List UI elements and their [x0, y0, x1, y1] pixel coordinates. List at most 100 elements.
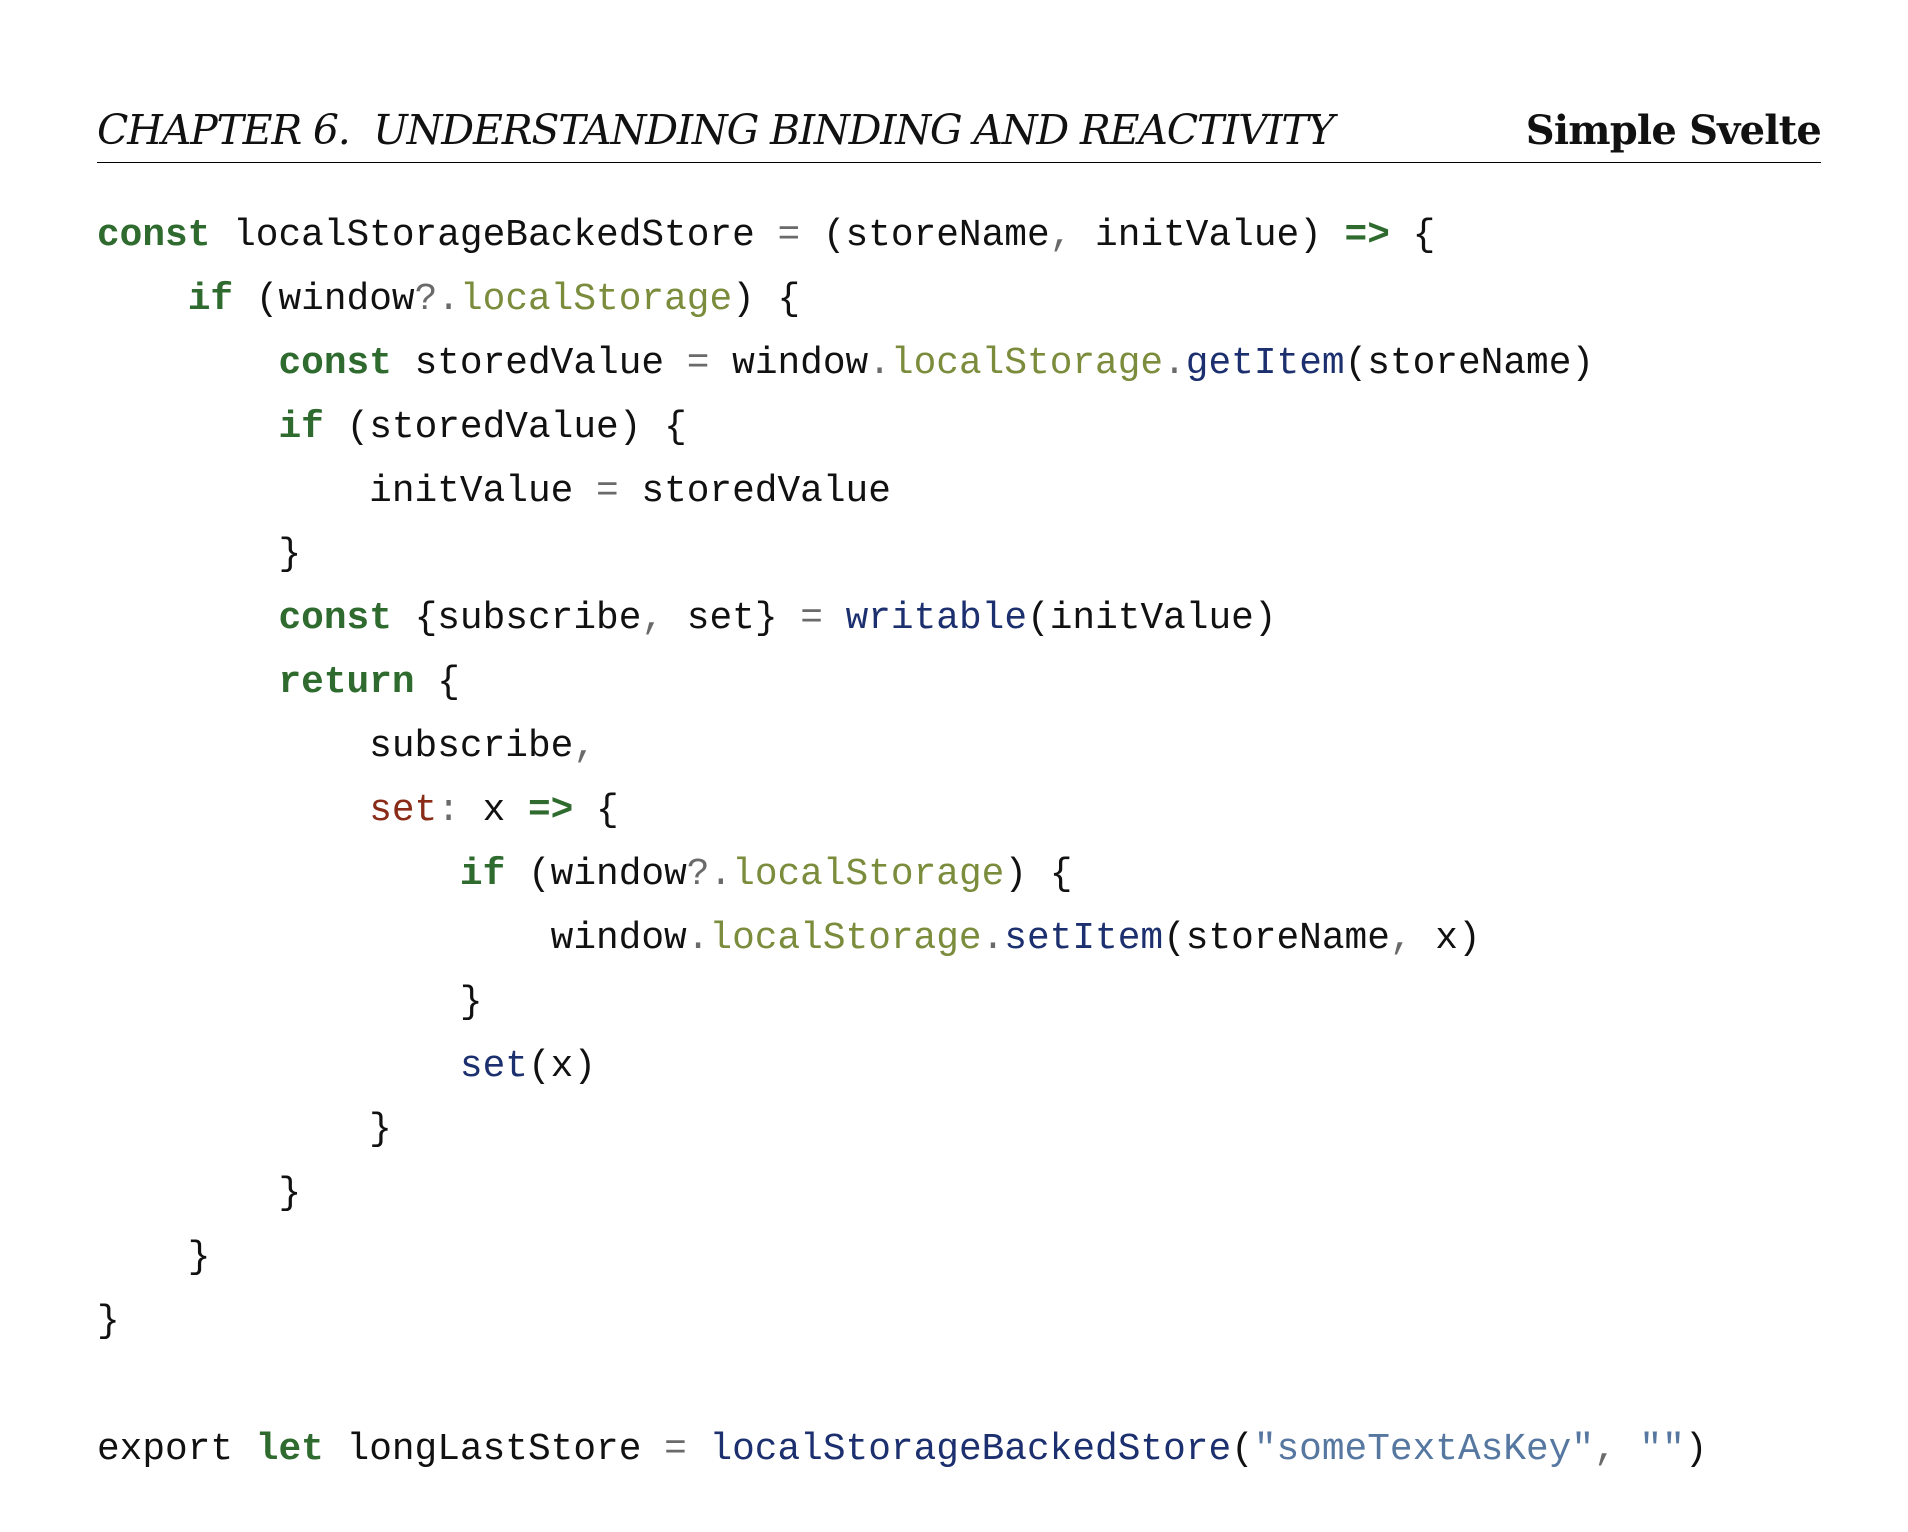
book-title: Simple Svelte	[1525, 107, 1822, 154]
code-token-operator: .	[686, 917, 710, 960]
code-token-identifier: (storeName)	[1344, 342, 1595, 385]
code-token-identifier	[97, 662, 278, 704]
code-token-identifier: initValue)	[1072, 215, 1345, 257]
code-token-identifier: (storedValue) {	[323, 406, 687, 449]
code-line: subscribe,	[97, 716, 1707, 780]
code-token-property: localStorage	[459, 278, 733, 321]
code-line	[97, 1355, 1707, 1419]
code-token-keyword: if	[459, 853, 506, 896]
code-line: }	[97, 1227, 1707, 1291]
code-line: initValue = storedValue	[97, 461, 1707, 525]
code-line: }	[97, 524, 1707, 588]
code-token-operator: .	[868, 342, 891, 385]
code-token-identifier: }	[97, 1109, 392, 1152]
code-token-identifier: x)	[1412, 917, 1481, 960]
code-line: if (window?.localStorage) {	[97, 269, 1707, 333]
code-token-identifier: x	[459, 790, 528, 833]
code-token-keyword: if	[278, 406, 324, 449]
code-token-identifier	[97, 790, 369, 832]
code-token-operator: .	[981, 917, 1005, 960]
code-token-identifier: ) {	[1004, 853, 1073, 896]
code-listing: const localStorageBackedStore = (storeNa…	[97, 205, 1707, 1483]
code-token-identifier: (window	[233, 278, 415, 321]
code-token-identifier: }	[97, 1237, 211, 1280]
code-token-identifier: window	[97, 917, 687, 960]
code-token-operator: ,	[641, 598, 665, 641]
code-line: const localStorageBackedStore = (storeNa…	[97, 205, 1707, 269]
code-token-identifier: }	[97, 534, 302, 577]
code-line: }	[97, 1163, 1707, 1227]
code-token-keyword: const	[97, 215, 211, 257]
code-token-keyword: let	[255, 1428, 324, 1471]
code-line: if (window?.localStorage) {	[97, 844, 1707, 908]
code-token-function-name: writable	[845, 598, 1028, 641]
code-token-function-name: localStorageBackedStore	[709, 1428, 1232, 1471]
code-token-operator: =	[800, 598, 823, 641]
code-token-identifier	[97, 343, 278, 385]
code-token-identifier: (	[1231, 1428, 1254, 1471]
code-token-identifier: {subscribe	[391, 598, 642, 641]
code-token-identifier: set}	[664, 598, 801, 641]
code-token-operator: ?.	[414, 278, 460, 321]
code-token-operator: ,	[1049, 215, 1073, 257]
code-token-identifier: subscribe	[97, 726, 574, 769]
code-token-function-name: getItem	[1185, 342, 1345, 385]
code-token-identifier: ) {	[732, 278, 801, 321]
code-token-identifier: {	[414, 662, 460, 705]
code-token-property: localStorage	[732, 853, 1005, 896]
code-token-identifier: {	[1389, 215, 1436, 257]
code-line: }	[97, 972, 1707, 1036]
code-token-keyword: const	[278, 342, 392, 385]
code-token-operator: =	[686, 342, 710, 385]
code-token-keyword: =>	[527, 790, 574, 833]
code-token-operator: ?.	[686, 853, 733, 896]
code-token-identifier: initValue	[97, 470, 597, 513]
code-token-function-name: set	[459, 1045, 528, 1088]
code-token-function-name: setItem	[1004, 917, 1164, 960]
code-token-string-literal: ""	[1639, 1428, 1685, 1471]
code-line: set: x => {	[97, 780, 1707, 844]
code-line: const {subscribe, set} = writable(initVa…	[97, 588, 1707, 652]
code-token-identifier: )	[1684, 1428, 1708, 1471]
code-token-identifier: storedValue	[391, 342, 687, 385]
code-token-identifier: {	[573, 790, 619, 833]
code-token-object-key: set	[369, 790, 438, 833]
code-line: set(x)	[97, 1036, 1707, 1100]
code-token-operator: =	[596, 470, 619, 513]
code-token-operator: .	[1163, 342, 1186, 385]
code-token-identifier	[1617, 1429, 1640, 1471]
code-line: }	[97, 1099, 1707, 1163]
code-token-operator: ,	[573, 726, 597, 769]
code-token-identifier: (storeName	[1163, 917, 1390, 960]
code-token-keyword: const	[278, 598, 392, 641]
code-token-identifier	[687, 1429, 710, 1471]
code-token-identifier: (storeName	[800, 215, 1050, 257]
code-token-string-literal: "someTextAsKey"	[1253, 1428, 1595, 1471]
code-token-identifier	[97, 407, 278, 449]
code-line: window.localStorage.setItem(storeName, x…	[97, 908, 1707, 972]
code-token-identifier: (window	[505, 853, 687, 896]
code-line: return {	[97, 652, 1707, 716]
code-token-keyword: if	[187, 278, 234, 321]
code-token-identifier: }	[97, 1173, 302, 1216]
code-token-identifier: }	[97, 981, 483, 1024]
code-token-property: localStorage	[709, 917, 982, 960]
code-token-identifier	[97, 1046, 460, 1088]
code-line: }	[97, 1291, 1707, 1355]
code-token-identifier: localStorageBackedStore	[210, 215, 778, 257]
code-token-identifier: longLastStore	[323, 1428, 665, 1471]
code-line: const storedValue = window.localStorage.…	[97, 333, 1707, 397]
chapter-title: CHAPTER 6. UNDERSTANDING BINDING AND REA…	[97, 106, 1335, 154]
code-token-operator: =	[664, 1428, 687, 1471]
code-token-identifier	[97, 598, 278, 640]
code-token-keyword: return	[278, 662, 415, 705]
code-token-identifier	[97, 279, 188, 321]
code-token-identifier: export	[97, 1428, 256, 1471]
code-token-identifier: }	[97, 1301, 120, 1344]
code-token-identifier	[97, 854, 460, 896]
code-line: if (storedValue) {	[97, 397, 1707, 461]
code-token-identifier: (x)	[527, 1045, 597, 1088]
code-token-operator: ,	[1594, 1428, 1617, 1471]
code-line: export let longLastStore = localStorageB…	[97, 1419, 1707, 1483]
code-token-operator: =	[777, 215, 801, 257]
